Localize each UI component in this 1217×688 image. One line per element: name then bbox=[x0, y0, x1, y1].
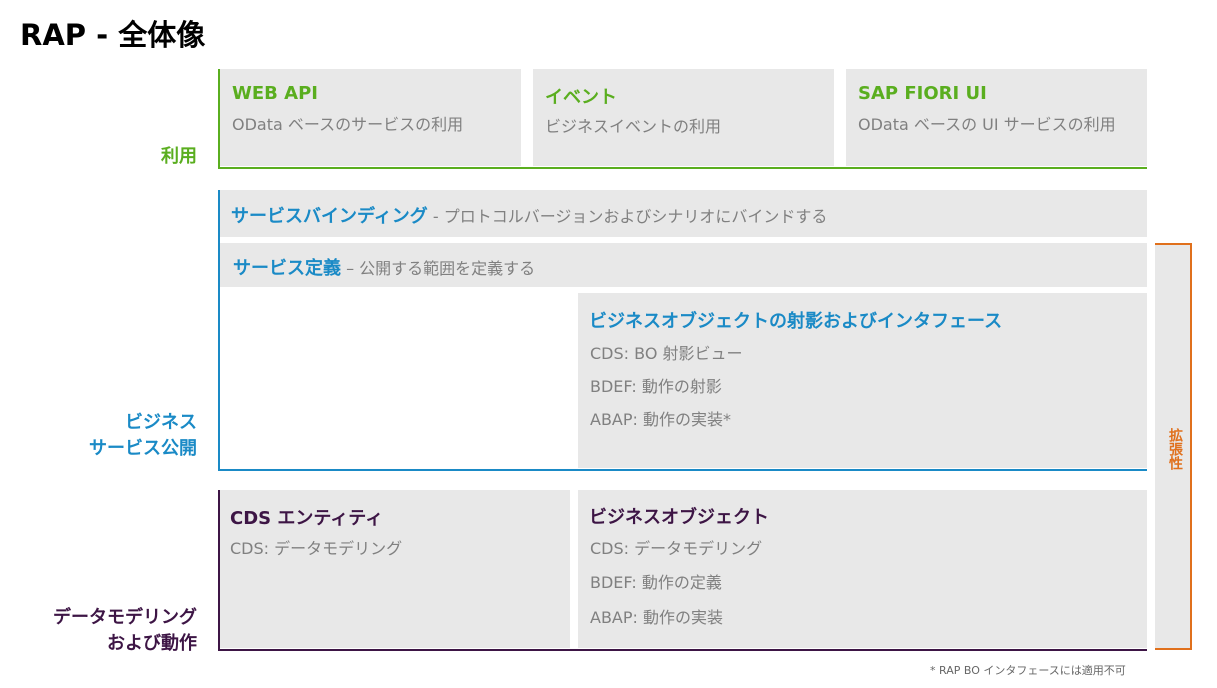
service-binding-box: サービスバインディング - プロトコルバージョンおよびシナリオにバインドする bbox=[220, 190, 1147, 237]
service-binding-desc: - プロトコルバージョンおよびシナリオにバインドする bbox=[427, 207, 828, 226]
cds-entity-title: CDS エンティティ bbox=[230, 508, 384, 529]
modeling-label-line2: および動作 bbox=[107, 633, 197, 654]
business-object-item: ABAP: 動作の実装 bbox=[590, 608, 723, 627]
cds-entity-desc: CDS: データモデリング bbox=[230, 539, 403, 558]
fiori-ui-title: SAP FIORI UI bbox=[858, 83, 987, 104]
event-title: イベント bbox=[545, 87, 617, 108]
bo-projection-item: BDEF: 動作の射影 bbox=[590, 377, 722, 396]
exposure-label-line1: ビジネス bbox=[125, 412, 197, 433]
page-title: RAP - 全体像 bbox=[20, 18, 206, 52]
service-binding-title: サービスバインディング bbox=[231, 206, 428, 227]
bo-projection-title: ビジネスオブジェクトの射影およびインタフェース bbox=[589, 311, 1003, 332]
business-object-item: BDEF: 動作の定義 bbox=[590, 573, 722, 592]
extensibility-label: 拡張性 bbox=[1167, 428, 1183, 470]
extensibility-bar bbox=[1155, 243, 1192, 650]
web-api-box: WEB API OData ベースのサービスの利用 bbox=[220, 69, 521, 166]
modeling-label-line1: データモデリング bbox=[53, 607, 197, 628]
exposure-bottom-line bbox=[218, 469, 1147, 471]
consumption-left-line bbox=[218, 69, 220, 169]
business-object-item: CDS: データモデリング bbox=[590, 539, 763, 558]
business-object-title: ビジネスオブジェクト bbox=[589, 507, 769, 528]
modeling-left-line bbox=[218, 490, 220, 651]
bo-projection-item: ABAP: 動作の実装* bbox=[590, 410, 731, 429]
web-api-desc: OData ベースのサービスの利用 bbox=[232, 115, 464, 134]
footnote: * RAP BO インタフェースには適用不可 bbox=[930, 664, 1126, 677]
web-api-title: WEB API bbox=[232, 83, 318, 104]
exposure-label: ビジネス サービス公開 bbox=[40, 410, 197, 462]
fiori-ui-box: SAP FIORI UI OData ベースの UI サービスの利用 bbox=[846, 69, 1147, 166]
event-box: イベント ビジネスイベントの利用 bbox=[533, 69, 834, 166]
fiori-ui-desc: OData ベースの UI サービスの利用 bbox=[858, 115, 1116, 134]
service-definition-title: サービス定義 bbox=[233, 258, 341, 279]
business-object-box: ビジネスオブジェクト CDS: データモデリング BDEF: 動作の定義 ABA… bbox=[578, 490, 1147, 648]
bo-projection-box: ビジネスオブジェクトの射影およびインタフェース CDS: BO 射影ビュー BD… bbox=[578, 293, 1147, 468]
event-desc: ビジネスイベントの利用 bbox=[545, 117, 722, 136]
modeling-bottom-line bbox=[218, 649, 1147, 651]
service-binding-text: サービスバインディング - プロトコルバージョンおよびシナリオにバインドする bbox=[231, 202, 827, 228]
consumption-label: 利用 bbox=[161, 146, 197, 167]
service-definition-desc: – 公開する範囲を定義する bbox=[341, 259, 536, 278]
cds-entity-box: CDS エンティティ CDS: データモデリング bbox=[220, 490, 570, 648]
bo-projection-item: CDS: BO 射影ビュー bbox=[590, 344, 743, 363]
consumption-bottom-line bbox=[218, 167, 1147, 169]
exposure-left-line bbox=[218, 190, 220, 471]
service-definition-text: サービス定義 – 公開する範囲を定義する bbox=[233, 254, 535, 280]
exposure-label-line2: サービス公開 bbox=[89, 438, 197, 459]
service-definition-box: サービス定義 – 公開する範囲を定義する bbox=[220, 243, 1147, 287]
modeling-label: データモデリング および動作 bbox=[20, 605, 197, 657]
